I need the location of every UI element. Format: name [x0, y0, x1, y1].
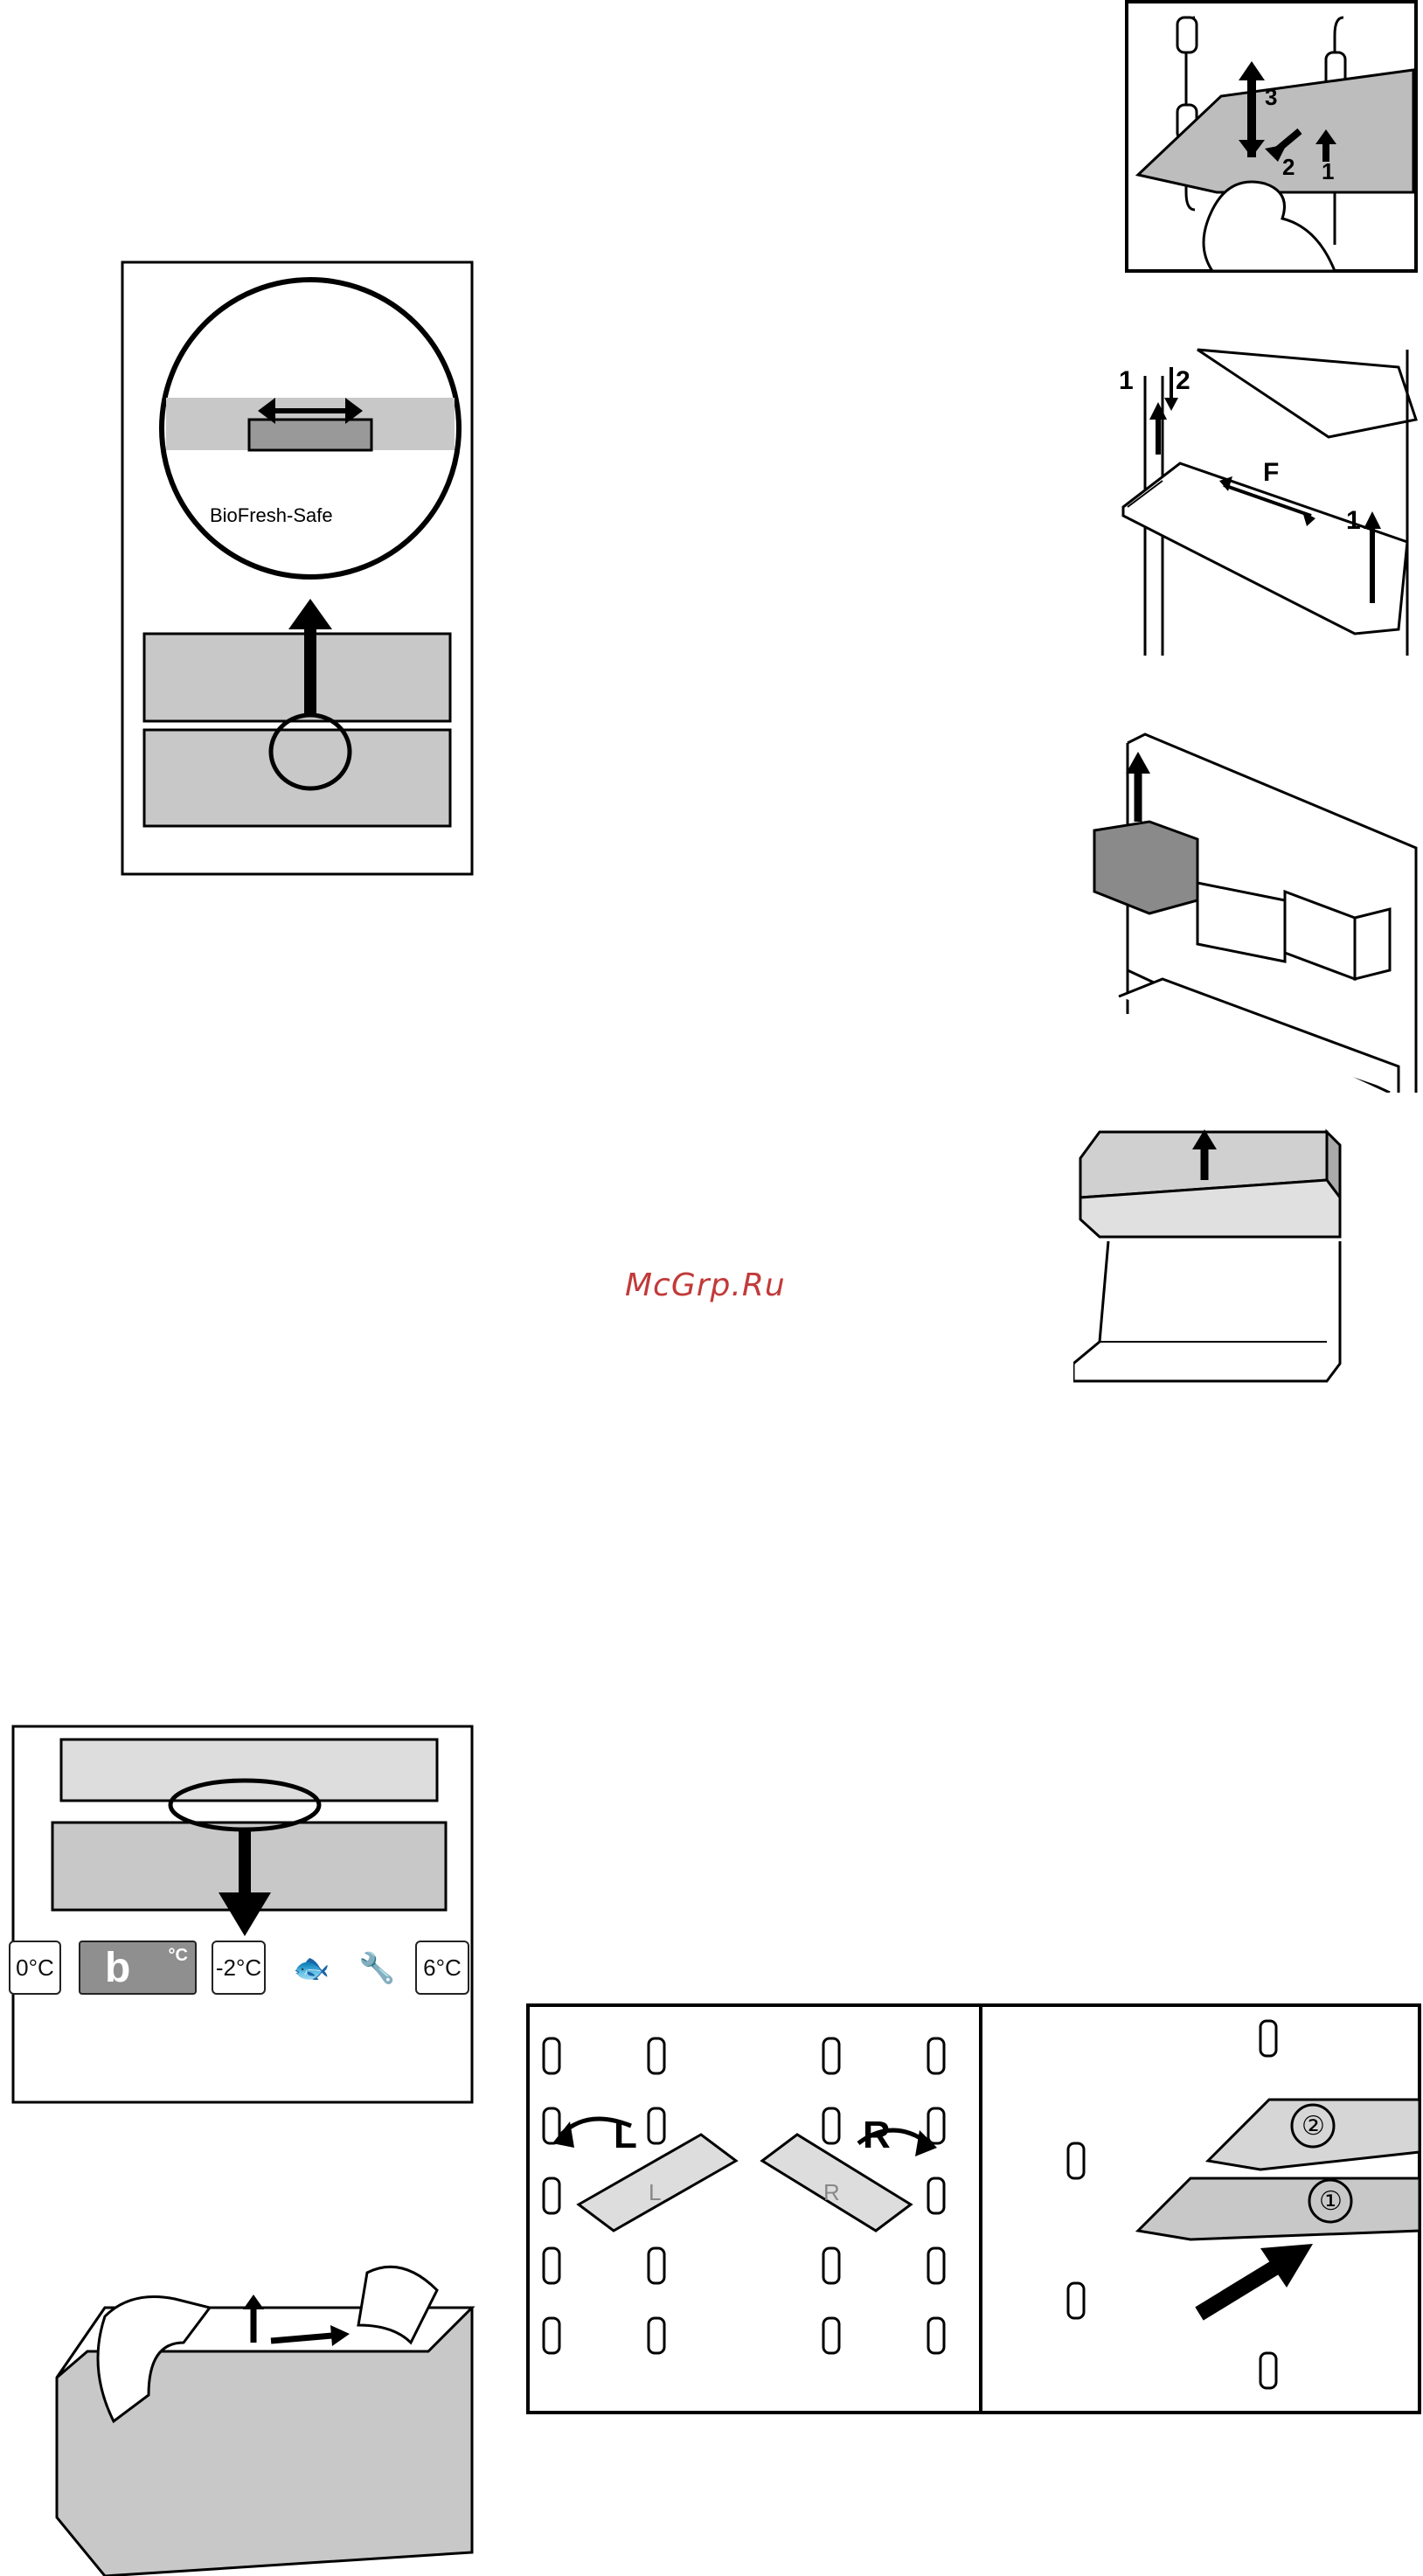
display-main-unit: °C [169, 1946, 188, 1966]
figure-shelf-supports: L R L R ② ① [526, 2003, 1421, 2414]
figure-door-tray: 1 2 1 F [1110, 341, 1420, 656]
figure-temperature-display: 0°C b °C -2°C 🐟 🔧 6°C [9, 1722, 476, 2107]
label-right-small: R [823, 2179, 840, 2205]
figure-drawer-removal [52, 2255, 481, 2576]
step-label-1: ① [1319, 2187, 1343, 2216]
fish-icon: 🐟 [293, 1951, 330, 1986]
label-f: F [1263, 458, 1279, 487]
display-cell-minus2c: -2°C [212, 1941, 266, 1995]
figure-butter-compartment [1093, 726, 1420, 1093]
label-left-small: L [649, 2179, 661, 2205]
label-right-r: R [863, 2114, 891, 2156]
step-label-2: ② [1302, 2112, 1325, 2141]
watermark-text: McGrp.Ru [625, 1267, 852, 1303]
figure-shelf-removal: 3 2 1 [1125, 0, 1418, 273]
display-cell-0c: 0°C [9, 1941, 61, 1995]
step-label-2: 2 [1282, 154, 1295, 180]
figure-butter-lid [1073, 1128, 1371, 1495]
display-main-readout: b °C [79, 1941, 197, 1995]
display-cell-6c: 6°C [415, 1941, 469, 1995]
figure-biofresh-slider: BioFresh-Safe [118, 258, 476, 878]
display-main-symbol: b [105, 1944, 130, 1992]
step-label-2: 2 [1176, 366, 1190, 395]
wrench-icon: 🔧 [358, 1951, 395, 1986]
step-label-1: 1 [1119, 366, 1134, 395]
step-label-3: 3 [1265, 84, 1277, 110]
step-label-1b: 1 [1346, 506, 1361, 535]
biofresh-label: BioFresh-Safe [210, 504, 333, 526]
step-label-1: 1 [1322, 158, 1334, 184]
label-left-l: L [614, 2114, 637, 2156]
